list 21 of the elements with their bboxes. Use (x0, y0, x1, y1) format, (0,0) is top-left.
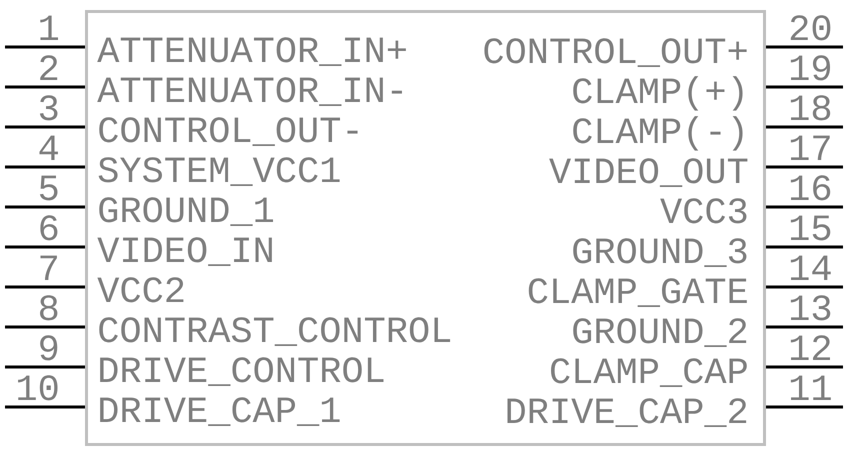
pin-name: ATTENUATOR_IN+ (97, 37, 406, 66)
pin-name: VCC2 (97, 277, 184, 302)
pin-name: ATTENUATOR_IN- (97, 77, 402, 106)
pin-name: VCC3 (660, 198, 746, 224)
pin-name: CONTROL_OUT+ (484, 38, 747, 67)
pin-name: DRIVE_CAP_2 (507, 398, 746, 427)
pin-name: CONTROL_OUT- (99, 117, 358, 146)
pin-name: CLAMP_GATE (528, 278, 747, 307)
pin-name: CONTRAST_CONTROL (99, 317, 450, 346)
ic-body (85, 10, 766, 446)
pin-name: GROUND_2 (573, 318, 746, 347)
pin-name: VIDEO_IN (97, 237, 272, 266)
pin-name: CLAMP(+) (573, 76, 743, 111)
pin-name: GROUND_3 (573, 238, 746, 267)
pin-name: DRIVE_CAP_1 (100, 397, 340, 426)
pin-name: VIDEO_OUT (549, 158, 748, 187)
pin-name: CLAMP(-) (573, 116, 743, 151)
pin-name: SYSTEM_VCC1 (98, 157, 340, 186)
pin-name: CLAMP_CAP (551, 358, 747, 387)
pin-name: DRIVE_CONTROL (100, 357, 384, 386)
pin-name: GROUND_1 (99, 197, 274, 226)
